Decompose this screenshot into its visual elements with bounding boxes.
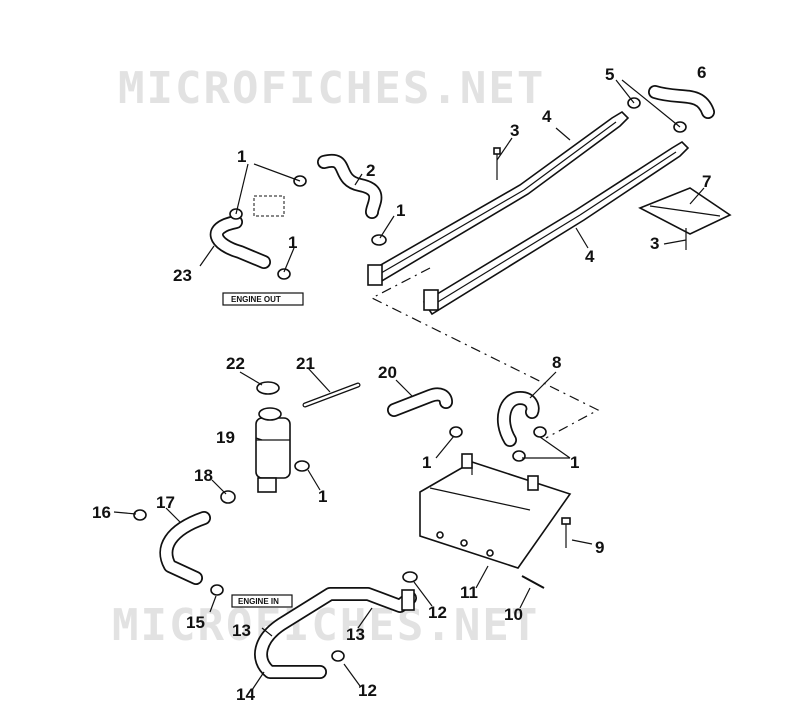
clamp-12-lower	[331, 650, 345, 662]
hose-17	[159, 511, 211, 585]
hose-6	[648, 85, 715, 119]
watermark-bottom: MICROFICHES.NET	[112, 600, 539, 651]
callout-1-b: 1	[396, 201, 405, 220]
engine-out-label-box: ENGINE OUT	[222, 292, 304, 306]
clamp-1-hose8-b	[512, 450, 526, 462]
engine-out-label: ENGINE OUT	[231, 295, 281, 304]
callout-4-b: 4	[585, 247, 595, 266]
clamp-1-hose20	[449, 426, 463, 438]
clamp-18	[220, 490, 236, 504]
callout-8: 8	[552, 353, 561, 372]
clamp-1-c	[277, 268, 291, 280]
callout-3-a: 3	[510, 121, 519, 140]
callout-19: 19	[216, 428, 235, 447]
callout-11: 11	[460, 583, 478, 602]
heat-exchanger-tube-lower	[422, 140, 690, 316]
bolt-9	[561, 517, 571, 548]
watermark-top: MICROFICHES.NET	[118, 63, 545, 114]
callout-21: 21	[296, 354, 315, 373]
callout-1-d: 1	[318, 487, 327, 506]
callout-10: 10	[504, 605, 523, 624]
reservoir-19	[255, 407, 291, 493]
rod-21	[302, 382, 361, 408]
callout-1-e: 1	[422, 453, 431, 472]
clamp-12-upper	[402, 571, 418, 583]
hose-2	[317, 153, 383, 219]
clamp-1-reservoir	[294, 460, 310, 472]
drain-10	[521, 575, 545, 589]
callout-16: 16	[92, 503, 111, 522]
hose-23	[209, 215, 271, 269]
callout-13-b: 13	[346, 625, 365, 644]
callout-1-a: 1	[237, 147, 246, 166]
callout-3-b: 3	[650, 234, 659, 253]
callout-1-f: 1	[570, 453, 579, 472]
connection-line	[370, 267, 600, 439]
callout-4-a: 4	[542, 107, 552, 126]
engine-in-label-box: ENGINE IN	[231, 594, 293, 608]
callout-12-b: 12	[358, 681, 377, 700]
cap-22	[256, 381, 280, 395]
callout-12-a: 12	[428, 603, 447, 622]
leaders	[113, 79, 705, 691]
callout-22: 22	[226, 354, 245, 373]
bolt-3-upper	[493, 147, 501, 180]
callout-9: 9	[595, 538, 604, 557]
heat-exchanger-tube-upper	[367, 110, 630, 286]
callout-5: 5	[605, 65, 614, 84]
callout-7: 7	[702, 172, 711, 191]
clamp-1-hose2	[371, 234, 387, 246]
clamp-1-hose8-a	[533, 426, 547, 438]
hose-20	[387, 387, 453, 417]
callout-14: 14	[236, 685, 255, 704]
callout-2: 2	[366, 161, 375, 180]
callout-17: 17	[156, 493, 175, 512]
callout-6: 6	[697, 63, 706, 82]
clamp-15	[210, 584, 224, 596]
hose-8	[496, 391, 540, 447]
callout-18: 18	[194, 466, 213, 485]
callout-13-a: 13	[232, 621, 251, 640]
hose-14	[254, 587, 417, 679]
heat-exchanger-11	[419, 453, 572, 569]
clamp-16	[133, 509, 147, 521]
callout-20: 20	[378, 363, 397, 382]
callout-1-c: 1	[288, 233, 297, 252]
bracket-7	[638, 187, 732, 235]
engine-outlet-fitting	[253, 195, 285, 217]
callouts: 1 2 1 1 23 3 4 4 5 6 7 3 22 21 20 8 19 1…	[92, 63, 711, 704]
callout-15: 15	[186, 613, 205, 632]
callout-23: 23	[173, 266, 192, 285]
engine-in-label: ENGINE IN	[238, 597, 279, 606]
